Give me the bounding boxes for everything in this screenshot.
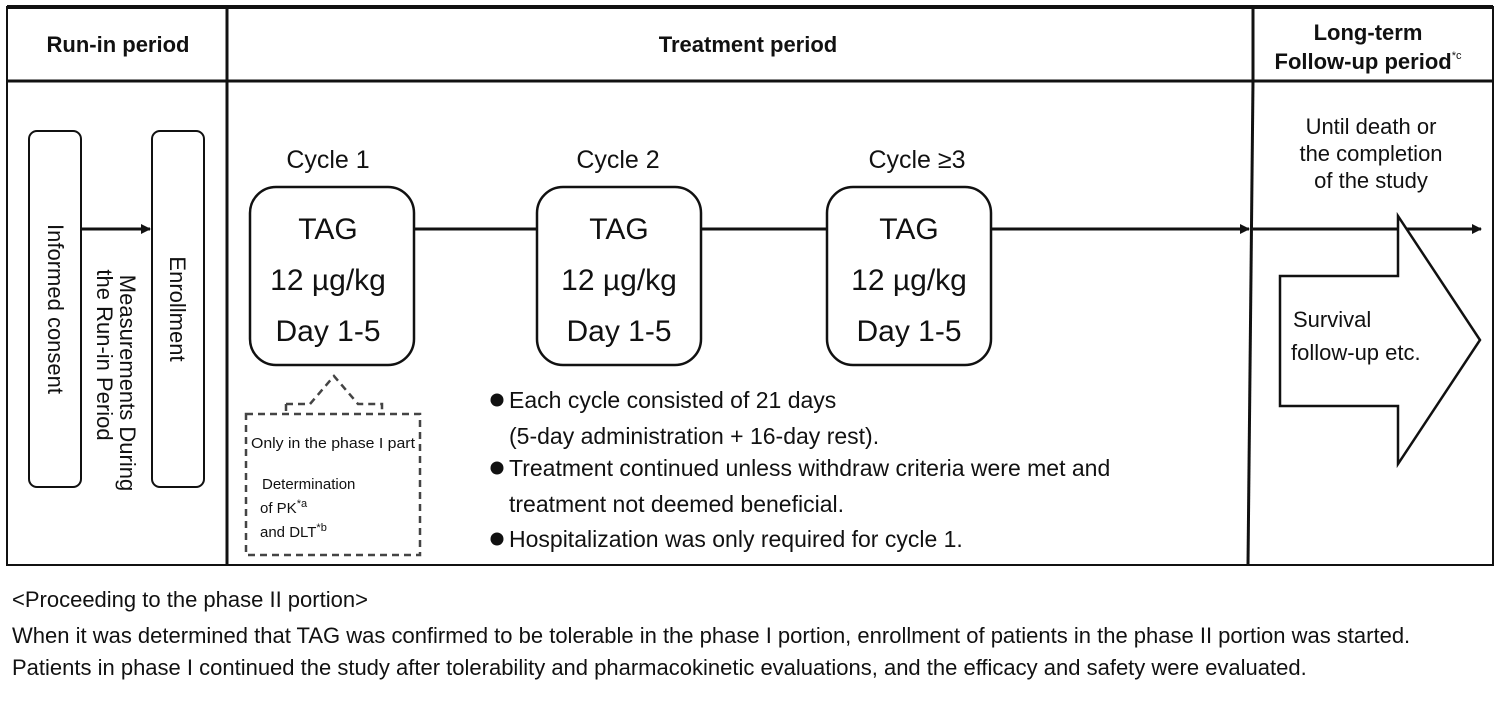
- dlt-footnote: *b: [316, 522, 326, 534]
- informed-consent-box: [28, 130, 82, 488]
- measurements-label-line1: Measurements During: [115, 275, 140, 491]
- bullet-1-line1: Each cycle consisted of 21 days: [509, 387, 836, 413]
- bullet-1-line2: (5-day administration + 16-day rest).: [509, 423, 879, 449]
- cycle-3-days-dose: 12 µg/kg: [851, 264, 967, 297]
- phase1-note-box: [244, 412, 422, 557]
- bullet-3-dot: [490, 532, 504, 546]
- phase1-note-line3: and DLT*b: [260, 522, 327, 541]
- cycle-1-drug: TAG: [298, 213, 357, 246]
- header-treatment: Treatment period: [659, 32, 837, 57]
- cycle-1-days: Day 1-5: [275, 315, 380, 348]
- bullet-1-dot: [490, 393, 504, 407]
- until-death-line2: the completion: [1299, 141, 1442, 166]
- footer-body: When it was determined that TAG was conf…: [12, 623, 1411, 680]
- header-long-term-line1: Long-term: [1314, 20, 1423, 45]
- cycle-2-label: Cycle 2: [576, 146, 659, 174]
- bullet-2-line1: Treatment continued unless withdraw crit…: [509, 455, 1110, 481]
- survival-line2: follow-up etc.: [1291, 340, 1421, 365]
- informed-consent-label: Informed consent: [43, 224, 68, 394]
- cycle-1-box: [248, 185, 416, 367]
- long-term-divider-lower: [1246, 80, 1255, 566]
- until-death-line1: Until death or: [1306, 114, 1437, 139]
- outer-frame: [6, 6, 1494, 566]
- enrollment-box: [151, 130, 205, 488]
- phase1-note-line1: Determination: [262, 476, 355, 493]
- cycle-3-box: [825, 185, 993, 367]
- bullet-3-line1: Hospitalization was only required for cy…: [509, 526, 963, 552]
- header-long-term-line2: Follow-up period*c: [1275, 49, 1462, 74]
- until-death-line3: of the study: [1314, 168, 1428, 193]
- measurements-label-line2: the Run-in Period: [92, 269, 117, 440]
- cycle-2-box: [535, 185, 703, 367]
- survival-line1: Survival: [1293, 307, 1371, 332]
- cycle-3-days: Day 1-5: [856, 315, 961, 348]
- phase1-dashed-arrow: [286, 374, 384, 412]
- header-run-in: Run-in period: [47, 32, 190, 57]
- enrollment-label: Enrollment: [165, 256, 190, 361]
- bullet-2-dot: [490, 461, 504, 475]
- cycle-1-dose: 12 µg/kg: [270, 264, 386, 297]
- phase1-note-title: Only in the phase I part: [251, 435, 416, 452]
- cycle-2-days: Day 1-5: [566, 315, 671, 348]
- cycle-3-label: Cycle ≥3: [868, 146, 965, 174]
- survival-block-arrow: [1278, 211, 1482, 469]
- cycle-1-label: Cycle 1: [286, 146, 369, 174]
- phase1-note-line2: of PK*a: [260, 498, 308, 517]
- cycle-3-drug: TAG: [879, 213, 938, 246]
- footer-heading: <Proceeding to the phase II portion>: [12, 587, 368, 612]
- bullet-2-line2: treatment not deemed beneficial.: [509, 491, 844, 517]
- header-long-term-footnote: *c: [1452, 50, 1462, 62]
- cycle-2-drug: TAG: [589, 213, 648, 246]
- pk-footnote: *a: [297, 498, 308, 510]
- cycle-2-dose: 12 µg/kg: [561, 264, 677, 297]
